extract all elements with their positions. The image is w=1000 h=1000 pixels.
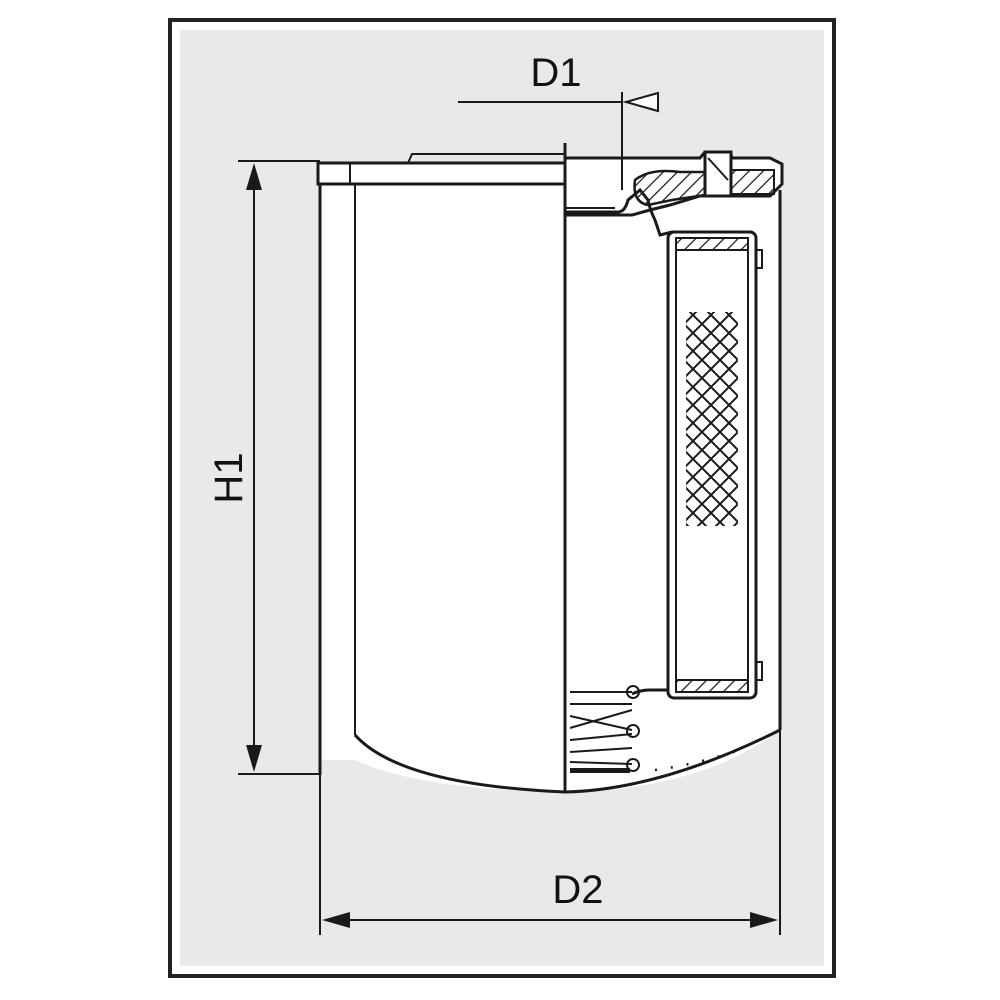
d1-label: D1	[530, 51, 581, 95]
element-lug-bottom	[756, 661, 763, 681]
h1-arrow-bottom	[246, 745, 262, 772]
filter-media-mesh	[686, 312, 738, 526]
thread-hatch	[729, 169, 775, 195]
thread-block	[703, 150, 733, 198]
d2-label: D2	[552, 868, 603, 912]
d2-arrow-left	[322, 912, 350, 928]
cover-top-rim	[407, 153, 565, 164]
h1-label: H1	[207, 452, 251, 503]
spring	[569, 685, 640, 773]
element-bottom-cap	[675, 679, 749, 693]
element-bottom-link	[631, 688, 668, 696]
element-hook	[565, 187, 673, 237]
h1-arrow-top	[246, 163, 262, 190]
filter-body	[320, 184, 780, 792]
element-top-cap	[675, 237, 749, 251]
element-lug-top	[756, 249, 763, 269]
d2-arrow-right	[750, 912, 778, 928]
thread-block-diag	[707, 157, 729, 181]
top-cover	[316, 161, 567, 186]
d1-arrow	[622, 91, 659, 113]
bottom-dome	[353, 728, 781, 794]
